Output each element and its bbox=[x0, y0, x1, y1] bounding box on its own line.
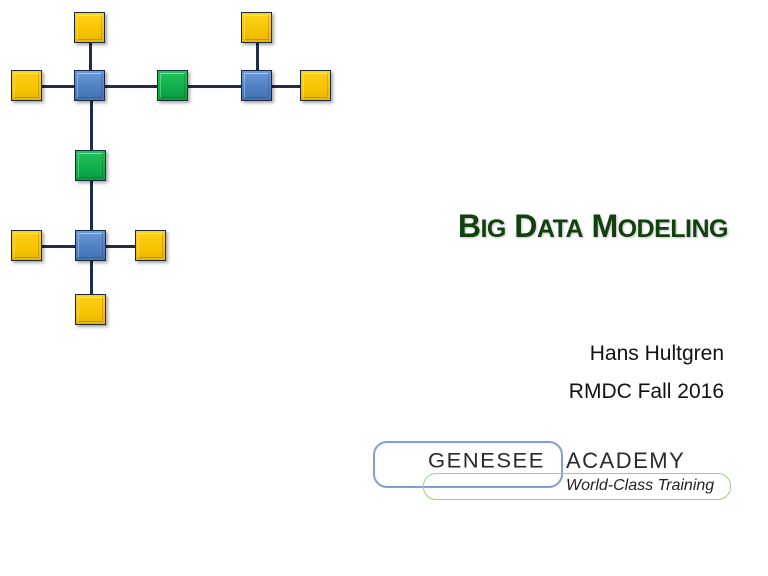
connector-line bbox=[40, 245, 76, 248]
connector-line bbox=[104, 85, 160, 88]
hub-node-3 bbox=[75, 230, 106, 261]
connector-line bbox=[90, 100, 93, 152]
logo-word-academy: ACADEMY bbox=[566, 448, 686, 473]
author-name: Hans Hultgren bbox=[589, 342, 724, 365]
logo-green-outline bbox=[423, 473, 731, 500]
logo-word-genesee: GENESEE bbox=[428, 448, 545, 473]
satellite-node-left-1 bbox=[11, 70, 42, 101]
connector-line bbox=[270, 85, 303, 88]
connector-line bbox=[104, 245, 137, 248]
satellite-node-top-left bbox=[74, 12, 105, 43]
link-node-2 bbox=[75, 150, 106, 181]
connector-line bbox=[90, 260, 93, 296]
genesee-academy-logo: GENESEE ACADEMY World-Class Training bbox=[370, 438, 734, 504]
connector-line bbox=[256, 40, 259, 74]
satellite-node-top-right bbox=[241, 12, 272, 43]
logo-blue-outline bbox=[373, 441, 563, 488]
connector-line bbox=[187, 85, 243, 88]
hub-node-1 bbox=[74, 70, 105, 101]
link-node-1 bbox=[157, 70, 188, 101]
slide-title: BIG DATA MODELING bbox=[457, 208, 729, 244]
logo-tagline: World-Class Training bbox=[566, 477, 715, 494]
connector-line bbox=[89, 40, 92, 74]
event-name: RMDC Fall 2016 bbox=[568, 380, 724, 403]
satellite-node-bottom bbox=[75, 294, 106, 325]
satellite-node-left-2 bbox=[11, 230, 42, 261]
connector-line bbox=[40, 85, 76, 88]
satellite-node-right-2 bbox=[135, 230, 166, 261]
satellite-node-right-1 bbox=[300, 70, 331, 101]
connector-line bbox=[90, 180, 93, 232]
hub-node-2 bbox=[241, 70, 272, 101]
